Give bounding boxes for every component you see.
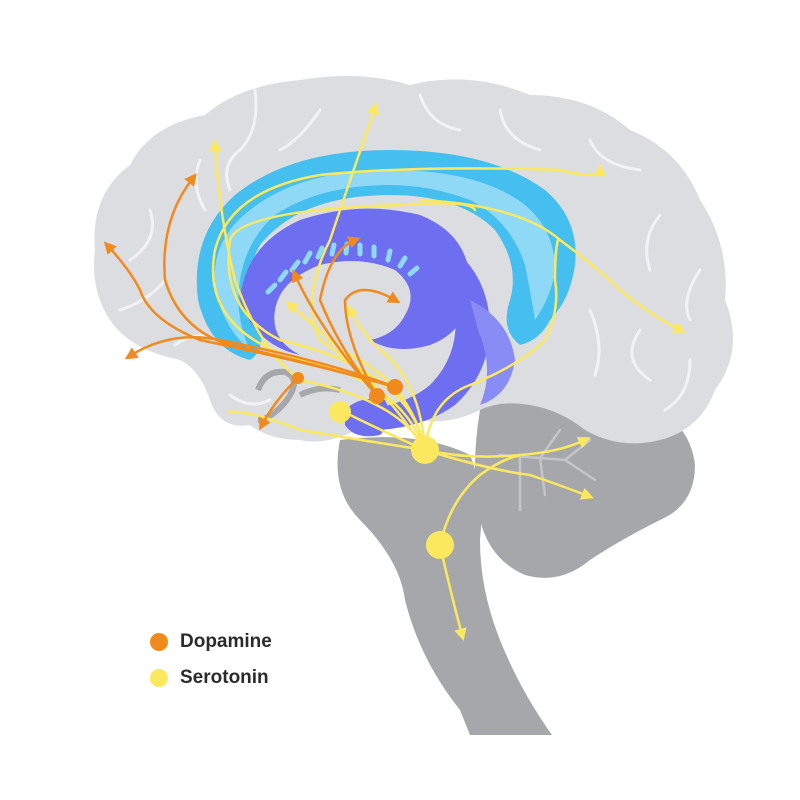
dopamine-dot-icon	[150, 633, 168, 651]
serotonin-nucleus	[329, 401, 351, 423]
serotonin-nucleus	[411, 436, 439, 464]
serotonin-nuclei	[329, 401, 454, 559]
serotonin-nucleus	[426, 531, 454, 559]
legend-item-dopamine: Dopamine	[150, 624, 272, 660]
legend-label: Serotonin	[180, 667, 269, 688]
cingulate-gyrus	[196, 150, 576, 360]
dopamine-nucleus	[369, 388, 385, 404]
serotonin-dot-icon	[150, 669, 168, 687]
cerebrum-folds	[118, 88, 702, 412]
brainstem	[337, 437, 552, 735]
fornix-stripes	[265, 241, 420, 295]
legend-label: Dopamine	[180, 631, 272, 652]
dopamine-nuclei	[292, 372, 403, 404]
legend: Dopamine Serotonin	[150, 624, 272, 696]
dopamine-nucleus	[292, 372, 304, 384]
limbic-structures	[240, 208, 515, 437]
dopamine-nucleus	[387, 379, 403, 395]
legend-item-serotonin: Serotonin	[150, 660, 272, 696]
